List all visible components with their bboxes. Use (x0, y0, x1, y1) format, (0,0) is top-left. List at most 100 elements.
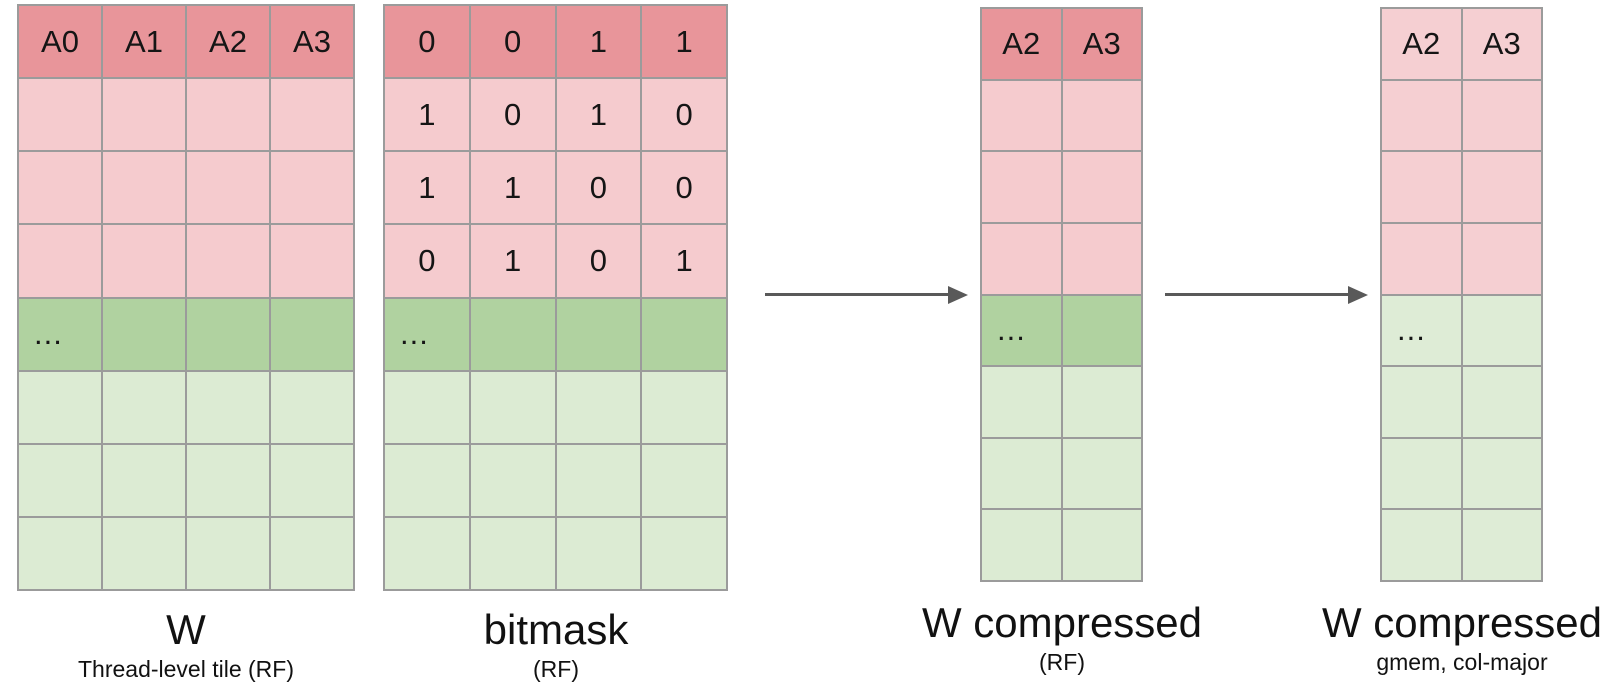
w-compressed-gmem-subcaption: gmem, col-major (1376, 649, 1548, 675)
grid-cell (1381, 151, 1462, 223)
arrow-right-icon (1348, 286, 1368, 304)
grid-cell (641, 516, 727, 590)
grid-cell (981, 222, 1062, 295)
grid-cell (186, 516, 270, 590)
w-compressed-gmem-caption: W compressed (1321, 599, 1600, 646)
grid-cell-0: 0 (555, 224, 642, 298)
grid-cell (1381, 509, 1462, 581)
grid-cell (981, 151, 1062, 223)
grid-cell-0: 0 (469, 5, 556, 79)
grid-cell (270, 370, 354, 444)
grid-cell-A3: A3 (1461, 8, 1542, 80)
grid-cell (186, 224, 270, 298)
grid-cell-A3: A3 (270, 5, 354, 79)
grid-cell (981, 366, 1062, 438)
w-compressed-rf-subcaption: (RF) (1039, 649, 1085, 675)
grid-cell (641, 370, 727, 444)
grid-cell (1061, 509, 1142, 581)
grid-cell-A2: A2 (186, 5, 270, 79)
grid-cell (186, 297, 270, 371)
grid-cell (1061, 366, 1142, 438)
grid-cell (18, 151, 102, 225)
grid-cell (384, 516, 470, 590)
grid-cell (102, 78, 186, 152)
w-compressed-rf-caption: W compressed (921, 599, 1203, 646)
grid-cell-1: 1 (641, 224, 727, 298)
grid-cell (1381, 437, 1462, 510)
grid-cell (384, 370, 470, 444)
grid-cell (1461, 79, 1542, 152)
grid-cell (469, 443, 556, 517)
bitmask-grid-subcaption: (RF) (533, 656, 579, 682)
grid-cell (981, 509, 1062, 581)
grid-cell (1061, 294, 1142, 367)
grid-cell (469, 370, 556, 444)
ellipsis-cell: ... (384, 297, 470, 371)
grid-cell (186, 370, 270, 444)
grid-cell-1: 1 (384, 78, 470, 152)
grid-cell (18, 224, 102, 298)
grid-cell (18, 516, 102, 590)
grid-cell (555, 370, 642, 444)
grid-cell (1461, 294, 1542, 367)
grid-cell (1461, 437, 1542, 510)
grid-cell (102, 151, 186, 225)
grid-cell (641, 443, 727, 517)
grid-cell-0: 0 (384, 5, 470, 79)
grid-cell (1061, 437, 1142, 510)
grid-cell (1461, 509, 1542, 581)
grid-cell (1381, 79, 1462, 152)
arrow-line (765, 293, 949, 296)
grid-cell (1381, 222, 1462, 295)
ellipsis-cell: ... (1381, 294, 1462, 367)
grid-cell (270, 297, 354, 371)
grid-cell (1061, 151, 1142, 223)
grid-cell (102, 224, 186, 298)
grid-cell (555, 443, 642, 517)
grid-cell-0: 0 (384, 224, 470, 298)
grid-cell-0: 0 (555, 151, 642, 225)
grid-cell (1461, 151, 1542, 223)
grid-cell-1: 1 (384, 151, 470, 225)
grid-cell-A3: A3 (1061, 8, 1142, 80)
grid-cell-1: 1 (555, 5, 642, 79)
grid-cell (102, 443, 186, 517)
grid-cell (102, 516, 186, 590)
grid-cell (270, 151, 354, 225)
bitmask-grid-caption: bitmask (483, 606, 629, 653)
grid-cell-1: 1 (641, 5, 727, 79)
arrow-line (1165, 293, 1349, 296)
grid-cell (641, 297, 727, 371)
grid-cell (270, 516, 354, 590)
grid-cell-1: 1 (469, 151, 556, 225)
grid-cell (18, 443, 102, 517)
grid-cell (18, 78, 102, 152)
w-grid-subcaption: Thread-level tile (RF) (78, 656, 294, 682)
grid-cell (102, 297, 186, 371)
grid-cell-A0: A0 (18, 5, 102, 79)
grid-cell (555, 516, 642, 590)
grid-cell-0: 0 (641, 151, 727, 225)
grid-cell (981, 437, 1062, 510)
grid-cell-A2: A2 (981, 8, 1062, 80)
grid-cell-1: 1 (555, 78, 642, 152)
grid-cell-0: 0 (641, 78, 727, 152)
grid-cell (186, 151, 270, 225)
grid-cell (469, 297, 556, 371)
grid-cell (102, 370, 186, 444)
grid-cell (186, 78, 270, 152)
w-grid-caption: W (166, 606, 206, 653)
grid-cell (1061, 79, 1142, 152)
grid-cell (186, 443, 270, 517)
ellipsis-cell: ... (981, 294, 1062, 367)
grid-cell (384, 443, 470, 517)
grid-cell-1: 1 (469, 224, 556, 298)
arrow-right-icon (948, 286, 968, 304)
grid-cell-0: 0 (469, 78, 556, 152)
grid-cell (469, 516, 556, 590)
ellipsis-cell: ... (18, 297, 102, 371)
